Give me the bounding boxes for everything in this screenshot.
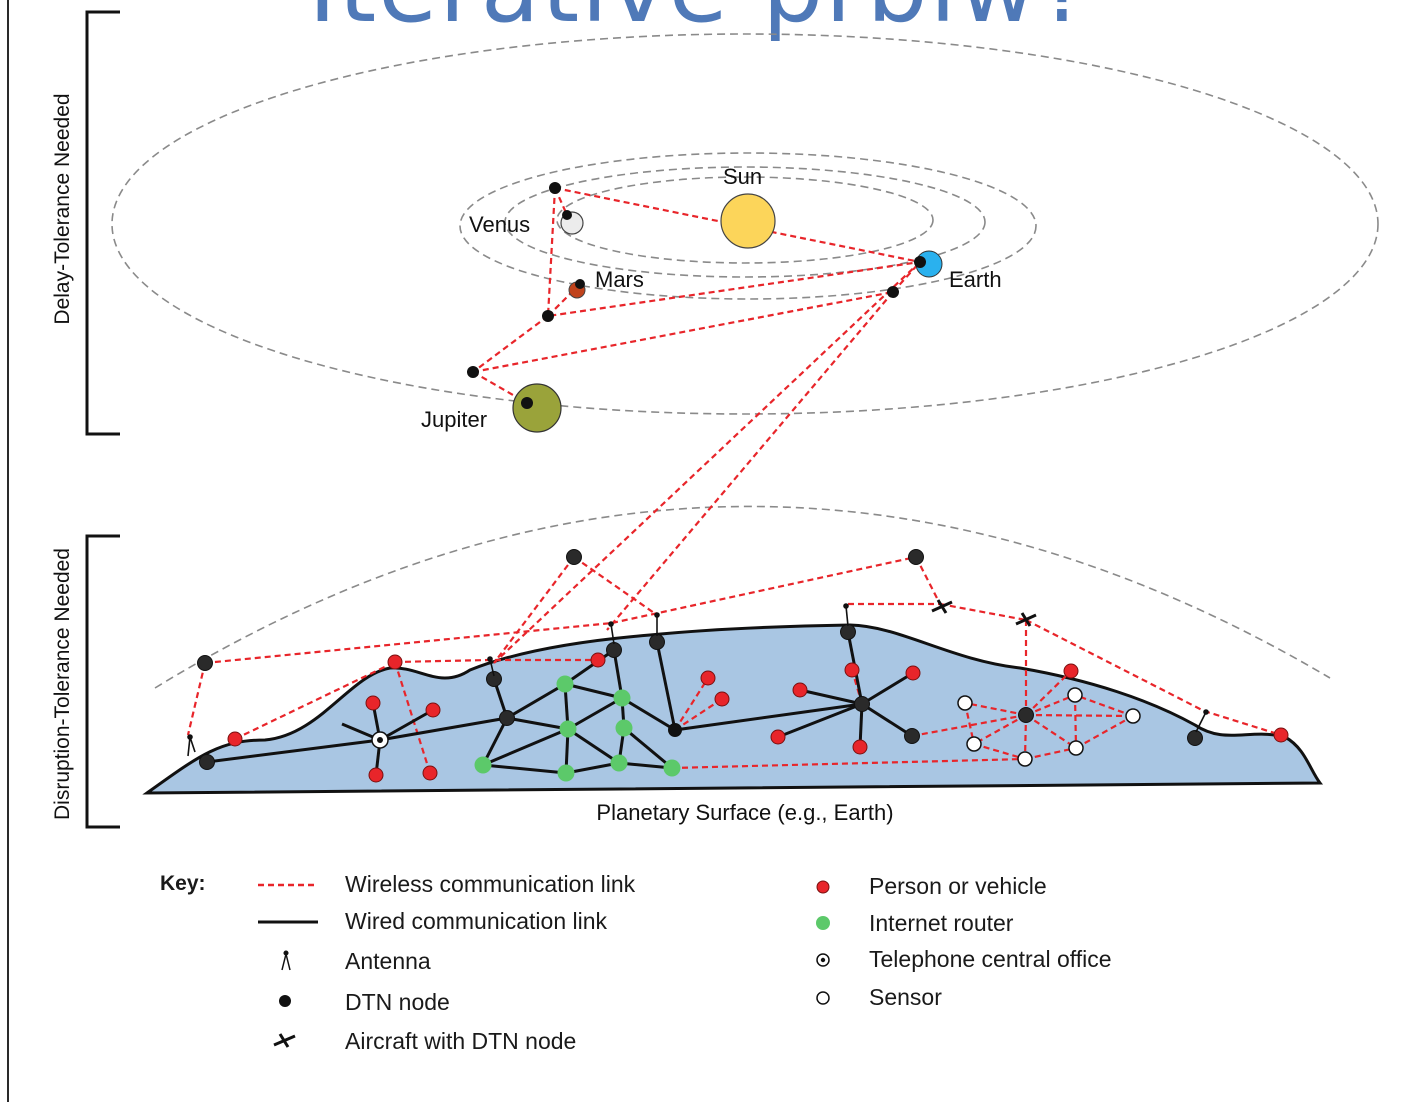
atmosphere-arc — [154, 505, 1331, 689]
slide-frame-border — [7, 0, 9, 1102]
mid-orbit — [504, 166, 986, 278]
venus-label: Venus — [469, 212, 530, 237]
jupiter-body — [512, 383, 562, 433]
persons-or-vehicles — [227, 652, 1289, 783]
delay-tolerance-label: Delay-Tolerance Needed — [51, 93, 74, 325]
space-dtn-nodes — [467, 182, 926, 409]
key-title: Key: — [160, 872, 206, 895]
mars-label: Mars — [595, 267, 644, 292]
disruption-bracket — [85, 534, 120, 829]
key-antenna-label: Antenna — [345, 948, 431, 974]
jupiter-orbit — [111, 33, 1379, 415]
key-dtn-node-icon — [279, 995, 291, 1007]
planetary-surface — [142, 623, 1324, 795]
key-sensor-label: Sensor — [869, 984, 942, 1010]
key-sensor-icon — [816, 991, 830, 1005]
key-symbols — [258, 880, 830, 1048]
sensors — [957, 687, 1141, 767]
wired-links — [206, 631, 914, 776]
jupiter-label: Jupiter — [421, 407, 487, 432]
key-person-label: Person or vehicle — [869, 873, 1047, 899]
outer-planet-orbit — [459, 152, 1037, 300]
aircraft-nodes — [931, 599, 1037, 627]
surface-dtn-nodes — [197, 549, 1203, 770]
key-wired-label: Wired communication link — [345, 908, 608, 934]
sun-label: Sun — [723, 164, 762, 189]
orbits — [111, 33, 1379, 415]
internet-routers — [474, 675, 681, 782]
disruption-tolerance-label: Disruption-Tolerance Needed — [51, 548, 74, 820]
key-telephone-label: Telephone central office — [869, 946, 1112, 972]
key-dtn-node-label: DTN node — [345, 989, 450, 1015]
planets — [512, 193, 943, 433]
surface-caption: Planetary Surface (e.g., Earth) — [596, 800, 893, 825]
key-router-icon — [816, 916, 830, 930]
antennas — [187, 603, 1209, 757]
inner-orbit — [556, 176, 934, 264]
key-antenna-icon — [281, 950, 291, 971]
key-router-label: Internet router — [869, 910, 1014, 936]
key-aircraft-icon — [273, 1033, 296, 1048]
key-aircraft-label: Aircraft with DTN node — [345, 1028, 577, 1054]
slide-title-partial: Iterative prblw? — [270, 0, 1130, 48]
earth-label: Earth — [949, 267, 1002, 292]
telephone-central-office — [371, 731, 389, 749]
key-telephone-icon — [816, 953, 830, 967]
sun-body — [720, 193, 776, 249]
delay-bracket — [85, 10, 120, 436]
key-wireless-label: Wireless communication link — [345, 871, 636, 897]
key-person-icon — [816, 880, 830, 894]
